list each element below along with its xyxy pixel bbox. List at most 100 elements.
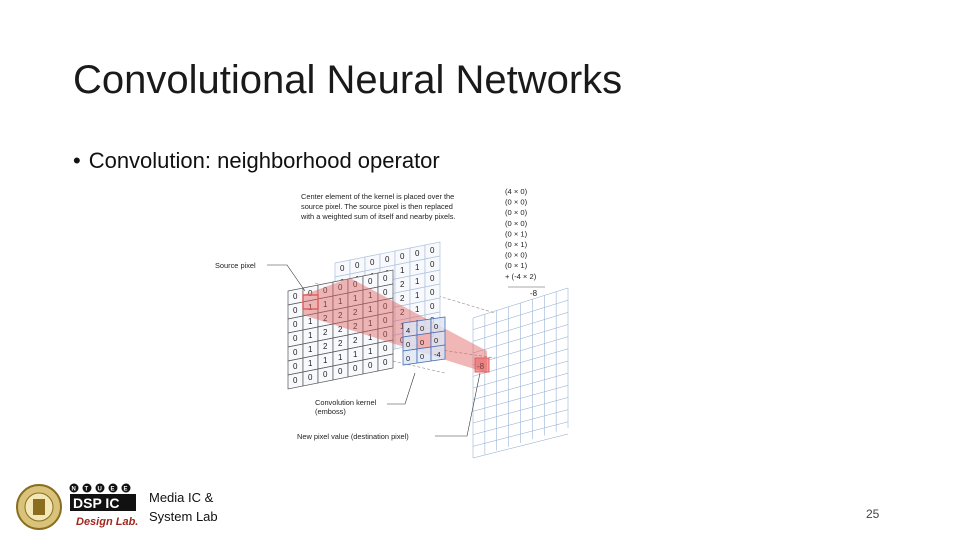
destination-value: -8 <box>477 362 485 371</box>
lab-name-line-2: System Lab <box>149 509 218 524</box>
annotation-line-1: Center element of the kernel is placed o… <box>301 192 454 201</box>
source-cell-value: 1 <box>353 350 358 359</box>
source-cell-value: 1 <box>308 359 313 368</box>
source-cell-value: 0 <box>340 264 345 273</box>
source-cell-value: 1 <box>368 319 373 328</box>
lab-name-line-1: Media IC & <box>149 490 214 505</box>
source-pixel-highlight <box>302 294 319 310</box>
kernel-cell <box>430 344 446 362</box>
source-cell-value: 2 <box>323 314 328 323</box>
source-cell-value: 0 <box>308 373 313 382</box>
source-cell-value: 1 <box>308 317 313 326</box>
logo-letter-dot <box>95 483 105 493</box>
source-cell-value: 2 <box>353 336 358 345</box>
logo-letter: E <box>111 487 115 493</box>
source-cell-value: 2 <box>338 339 343 348</box>
sum-terms: (4 × 0)(0 × 0)(0 × 0)(0 × 0)(0 × 1)(0 × … <box>505 187 537 281</box>
source-cell-value: 0 <box>293 320 298 329</box>
source-cell-value: 1 <box>308 303 313 312</box>
lab-name: Media IC & System Lab <box>149 488 269 526</box>
page-number: 25 <box>866 507 880 521</box>
source-cell-value: 0 <box>430 302 435 311</box>
kernel-cell-value: 0 <box>406 354 410 363</box>
source-cell-value: 0 <box>355 261 360 270</box>
source-cell-value: 0 <box>338 367 343 376</box>
source-cell-value: 0 <box>383 288 388 297</box>
source-leader <box>267 264 306 292</box>
source-cell-value: 2 <box>400 294 405 303</box>
sum-term: (0 × 0) <box>505 251 528 260</box>
convolution-diagram: -8 0000000011111001222100122210012221001… <box>215 187 569 459</box>
source-cell-value: 0 <box>308 289 313 298</box>
source-cell-value: 1 <box>415 305 420 314</box>
source-cell-value: 2 <box>353 308 358 317</box>
source-cell-value: 1 <box>368 305 373 314</box>
source-cell-value: 1 <box>323 300 328 309</box>
logo-letter-dot <box>82 483 92 493</box>
logo-letter-dot <box>108 483 118 493</box>
source-cell-value: 0 <box>353 364 358 373</box>
source-cell-value: 0 <box>323 286 328 295</box>
label-kernel-1: Convolution kernel <box>315 398 377 407</box>
sum-term: (0 × 0) <box>505 219 528 228</box>
kernel-cell-value: -4 <box>434 350 441 359</box>
source-cell-value: 1 <box>308 345 313 354</box>
source-cell-value: 0 <box>385 255 390 264</box>
sum-term: (4 × 0) <box>505 187 528 196</box>
new-pixel-leader <box>435 372 481 437</box>
source-cell-value: 2 <box>338 325 343 334</box>
bullet-symbol: • <box>73 148 81 173</box>
bullet-text: Convolution: neighborhood operator <box>88 148 440 173</box>
source-cell <box>377 353 394 372</box>
source-cell-value: 0 <box>430 246 435 255</box>
source-cell-value: 1 <box>338 297 343 306</box>
dest-grid-hline <box>472 433 569 459</box>
kernel-cell-value: 0 <box>406 340 410 349</box>
logo-letter: N <box>72 487 76 493</box>
label-new-pixel: New pixel value (destination pixel) <box>297 432 409 441</box>
source-cell-value: 0 <box>415 249 420 258</box>
kernel-cell-value: 0 <box>434 336 438 345</box>
source-cell-value: 0 <box>323 370 328 379</box>
source-cell-value: 0 <box>383 316 388 325</box>
source-cell-value: 2 <box>323 342 328 351</box>
kernel-cell-value: 0 <box>420 338 424 347</box>
kernel-leader <box>387 372 416 405</box>
source-cell-value: 0 <box>368 277 373 286</box>
source-cell-value: 0 <box>383 344 388 353</box>
sum-term: (0 × 1) <box>505 229 528 238</box>
kernel-cell-value: 0 <box>434 322 438 331</box>
source-cell-value: 0 <box>293 376 298 385</box>
logo-design-text: Design Lab. <box>76 516 138 528</box>
logo-letter-dot <box>121 483 131 493</box>
source-cell-value: 0 <box>383 302 388 311</box>
source-cell-value: 1 <box>353 294 358 303</box>
kernel-cell-value: 0 <box>420 352 424 361</box>
logo-letter: E <box>124 487 128 493</box>
source-cell-value: 0 <box>368 361 373 370</box>
source-cell-value: 1 <box>368 333 373 342</box>
source-cell-value: 1 <box>308 331 313 340</box>
sum-term: (0 × 1) <box>505 261 528 270</box>
convolution-figure: -8 0000000011111001222100122210012221001… <box>205 183 570 463</box>
sum-term: (0 × 0) <box>505 198 528 207</box>
source-cell-value: 1 <box>415 291 420 300</box>
source-cell-value: 1 <box>415 263 420 272</box>
label-kernel-2: (emboss) <box>315 407 346 416</box>
sum-result: -8 <box>530 289 538 298</box>
source-cell-value: 0 <box>338 283 343 292</box>
source-cell-value: 0 <box>383 358 388 367</box>
source-cell-value: 0 <box>293 306 298 315</box>
source-cell-value: 0 <box>370 258 375 267</box>
bullet-item: • Convolution: neighborhood operator <box>73 148 440 174</box>
source-cell-value: 0 <box>293 362 298 371</box>
label-source-pixel: Source pixel <box>215 261 256 270</box>
kernel-cell-value: 0 <box>420 324 424 333</box>
source-cell-value: 0 <box>430 274 435 283</box>
source-cell-value: 1 <box>415 277 420 286</box>
source-cell-value: 0 <box>430 288 435 297</box>
logo-letter-dot <box>69 483 79 493</box>
